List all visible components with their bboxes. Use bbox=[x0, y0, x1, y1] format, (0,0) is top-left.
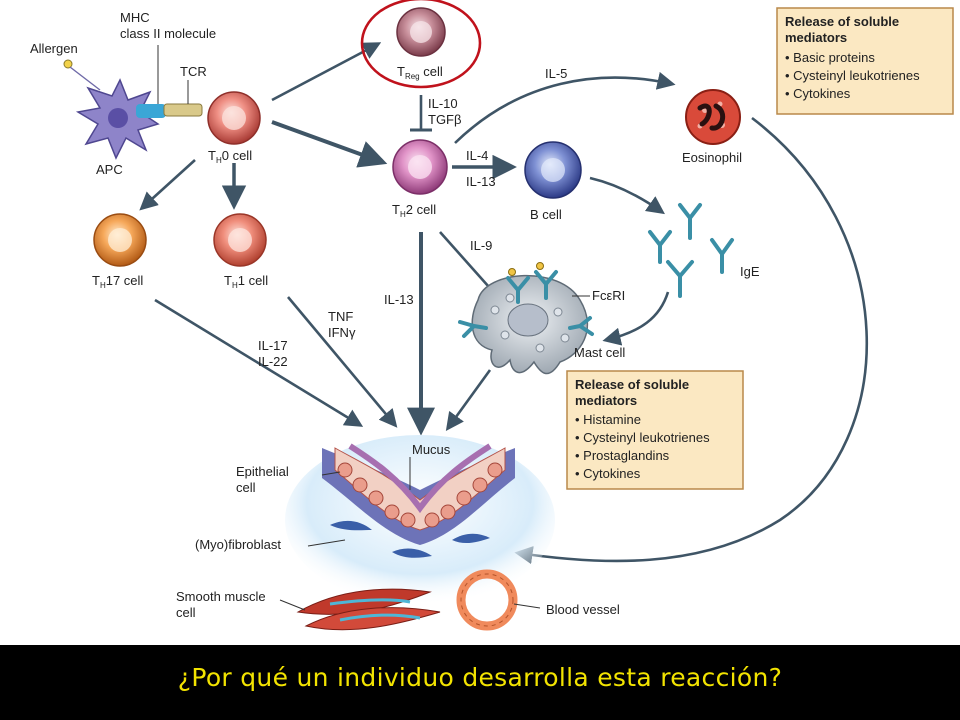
label-tcr: TCR bbox=[180, 64, 207, 79]
apc-cell bbox=[63, 45, 203, 160]
arrows bbox=[139, 42, 868, 565]
mucus-layer bbox=[348, 443, 492, 514]
label-myofibroblast: (Myo)fibroblast bbox=[195, 537, 281, 552]
box-top-title-1: Release of soluble bbox=[785, 14, 899, 29]
th1-cell bbox=[213, 213, 267, 267]
box-top-item: • Cytokines bbox=[785, 86, 851, 101]
label-treg: TReg cell bbox=[397, 64, 443, 81]
label-th2: TH2 cell bbox=[392, 202, 436, 219]
label-ige: IgE bbox=[740, 264, 760, 279]
arrow-th0-treg bbox=[271, 42, 382, 102]
smooth-muscle-cells bbox=[279, 588, 441, 631]
label-il5: IL-5 bbox=[545, 66, 567, 81]
label-tnf: TNF bbox=[328, 309, 353, 324]
label-th17: TH17 cell bbox=[92, 273, 143, 290]
labels: Allergen MHC class II molecule TCR APC T… bbox=[30, 10, 760, 620]
label-smooth-1: Smooth muscle bbox=[176, 589, 266, 604]
label-mhc-2: class II molecule bbox=[120, 26, 216, 41]
label-b-cell: B cell bbox=[530, 207, 562, 222]
label-fceri: FcεRI bbox=[592, 288, 625, 303]
arrow-th0-th17 bbox=[139, 159, 196, 211]
allergy-pathway-diagram: Allergen MHC class II molecule TCR APC T… bbox=[30, 0, 954, 631]
arrow-ige-mast bbox=[602, 291, 670, 346]
box-top-item: • Cysteinyl leukotrienes bbox=[785, 68, 920, 83]
arrow-th2-eosinophil bbox=[454, 71, 676, 144]
mediator-box-top: Release of soluble mediators • Basic pro… bbox=[776, 7, 954, 115]
blood-vessel bbox=[456, 569, 541, 631]
label-th0: TH0 cell bbox=[208, 148, 252, 165]
th0-cell bbox=[207, 91, 261, 145]
label-blood-vessel: Blood vessel bbox=[546, 602, 620, 617]
highlight-ring bbox=[360, 0, 482, 89]
b-cell bbox=[524, 141, 582, 199]
box-bottom-item: • Cysteinyl leukotrienes bbox=[575, 430, 710, 445]
eosinophil-cell bbox=[685, 89, 741, 145]
arrow-th0-th2 bbox=[271, 120, 388, 168]
arrow-th17-tissue bbox=[154, 298, 364, 427]
box-bottom-title-2: mediators bbox=[575, 393, 637, 408]
caption-question: ¿Por qué un individuo desarrolla esta re… bbox=[177, 663, 783, 692]
label-apc: APC bbox=[96, 162, 123, 177]
treg-cell bbox=[396, 7, 446, 57]
label-il13-b: IL-13 bbox=[466, 174, 496, 189]
label-epithelial-1: Epithelial bbox=[236, 464, 289, 479]
label-mast-cell: Mast cell bbox=[574, 345, 625, 360]
airway-tissue bbox=[285, 435, 555, 605]
label-th1: TH1 cell bbox=[224, 273, 268, 290]
label-ifng: IFNγ bbox=[328, 325, 356, 340]
arrow-mast-tissue bbox=[445, 369, 492, 431]
ige-antibodies bbox=[648, 203, 734, 298]
box-top-item: • Basic proteins bbox=[785, 50, 875, 65]
box-top-title-2: mediators bbox=[785, 30, 847, 45]
label-il13-mucus: IL-13 bbox=[384, 292, 414, 307]
label-smooth-2: cell bbox=[176, 605, 196, 620]
label-epithelial-2: cell bbox=[236, 480, 256, 495]
arrow-th1-tissue bbox=[287, 296, 398, 428]
allergen-particle bbox=[63, 59, 73, 69]
arrow-b-ige bbox=[589, 176, 665, 215]
arrow-eosinophil-tissue bbox=[514, 116, 868, 565]
box-bottom-item: • Histamine bbox=[575, 412, 641, 427]
label-il9: IL-9 bbox=[470, 238, 492, 253]
label-il17: IL-17 bbox=[258, 338, 288, 353]
label-il4: IL-4 bbox=[466, 148, 488, 163]
th17-cell bbox=[93, 213, 147, 267]
label-mhc-1: MHC bbox=[120, 10, 150, 25]
th2-cell bbox=[392, 139, 448, 195]
label-il10: IL-10 bbox=[428, 96, 458, 111]
label-allergen: Allergen bbox=[30, 41, 78, 56]
mediator-box-bottom: Release of soluble mediators • Histamine… bbox=[566, 370, 744, 490]
label-il22: IL-22 bbox=[258, 354, 288, 369]
label-tgfb: TGFβ bbox=[428, 112, 461, 127]
box-bottom-title-1: Release of soluble bbox=[575, 377, 689, 392]
box-bottom-item: • Cytokines bbox=[575, 466, 641, 481]
caption-bar: ¿Por qué un individuo desarrolla esta re… bbox=[0, 645, 960, 720]
label-mucus: Mucus bbox=[412, 442, 451, 457]
box-bottom-item: • Prostaglandins bbox=[575, 448, 670, 463]
label-eosinophil: Eosinophil bbox=[682, 150, 742, 165]
mast-cell bbox=[458, 262, 594, 375]
tcr-receptor bbox=[163, 103, 203, 117]
mhc-molecule bbox=[136, 104, 166, 118]
